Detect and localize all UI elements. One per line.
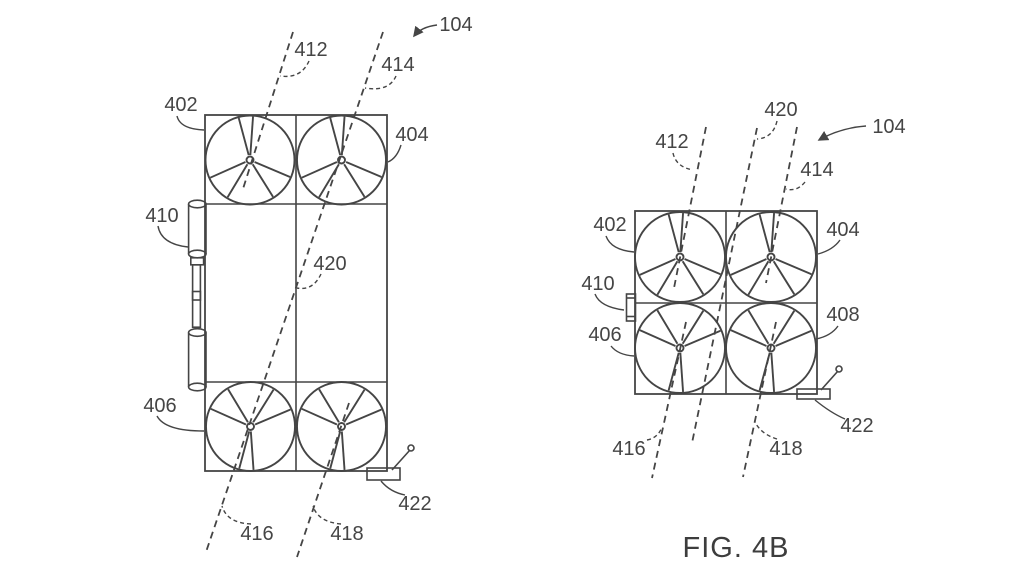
ref-420: 420: [764, 99, 797, 121]
leader-418: [312, 505, 342, 525]
leader-arrow-104: [817, 125, 867, 141]
ref-406: 406: [143, 395, 176, 417]
ref-402: 402: [164, 94, 197, 116]
ref-418: 418: [769, 438, 802, 460]
latch-mechanism: [796, 365, 843, 400]
axis-420-line: [691, 127, 758, 444]
axis-418-line: [742, 321, 777, 478]
rotor-406: [205, 381, 296, 472]
leader-418: [754, 421, 778, 440]
ref-410: 410: [581, 273, 614, 295]
ref-414: 414: [800, 159, 833, 181]
rotor-406: [634, 302, 726, 394]
leader-422: [814, 399, 846, 420]
rotor-408: [725, 302, 817, 394]
payload-mount-tab: [625, 293, 637, 322]
ref-418: 418: [330, 523, 363, 545]
rotor-404: [725, 211, 817, 303]
ref-408: 408: [826, 304, 859, 326]
leader-420: [296, 273, 322, 290]
leader-412: [279, 60, 310, 78]
payload-cylinder-assembly: [187, 199, 207, 392]
right-figure: 412 420 414 104 402 404 410 406 408 416 …: [581, 99, 906, 479]
axis-414-420-416-line: [205, 31, 384, 553]
leader-404: [387, 144, 402, 163]
reference-numerals: 104 412 414 402 404 410 420 406 416 418 …: [143, 14, 472, 545]
leader-410: [157, 225, 189, 248]
left-figure: 104 412 414 402 404 410 420 406 416 418 …: [143, 14, 473, 558]
airframe-outline: [204, 114, 388, 472]
figure-caption: FIG. 4B: [683, 532, 790, 564]
rotor-402: [204, 114, 296, 206]
leader-420: [756, 120, 778, 140]
leader-406: [156, 415, 205, 432]
leader-422: [380, 480, 406, 496]
rotor-408-hidden: [296, 381, 387, 472]
reference-numerals: 412 420 414 104 402 404 410 406 408 416 …: [581, 99, 905, 460]
ref-420: 420: [313, 253, 346, 275]
leader-414: [364, 75, 397, 90]
ref-404: 404: [826, 219, 859, 241]
rotor-axis-lines: [205, 31, 384, 558]
leader-arrow-104: [413, 24, 438, 38]
ref-422: 422: [398, 493, 431, 515]
airframe-outline: [634, 210, 818, 395]
rotor-axis-lines: [651, 126, 798, 479]
leader-416: [221, 505, 252, 525]
leader-406: [610, 345, 635, 357]
axis-414-line: [765, 126, 798, 284]
ref-412: 412: [655, 131, 688, 153]
ref-404: 404: [395, 124, 428, 146]
leader-410: [594, 293, 625, 311]
ref-416: 416: [240, 523, 273, 545]
latch-mechanism: [366, 444, 415, 481]
ref-104: 104: [439, 14, 472, 36]
ref-402: 402: [593, 214, 626, 236]
rotor-402: [634, 211, 726, 303]
leader-402: [176, 115, 205, 131]
axis-418-line: [296, 402, 350, 558]
ref-410: 410: [145, 205, 178, 227]
leader-408: [815, 325, 839, 340]
axis-416-line: [651, 321, 687, 479]
leader-404: [817, 239, 841, 255]
ref-414: 414: [381, 54, 414, 76]
leader-414: [785, 181, 806, 191]
leader-416: [646, 426, 663, 441]
ref-406: 406: [588, 324, 621, 346]
leader-402: [605, 235, 635, 253]
leader-lines: [594, 120, 867, 441]
leader-lines: [156, 24, 438, 525]
ref-412: 412: [294, 39, 327, 61]
axis-412-line: [241, 31, 294, 193]
rotor-404: [296, 114, 387, 206]
leader-412: [672, 152, 694, 171]
ref-104: 104: [872, 116, 905, 138]
ref-416: 416: [612, 438, 645, 460]
ref-422: 422: [840, 415, 873, 437]
